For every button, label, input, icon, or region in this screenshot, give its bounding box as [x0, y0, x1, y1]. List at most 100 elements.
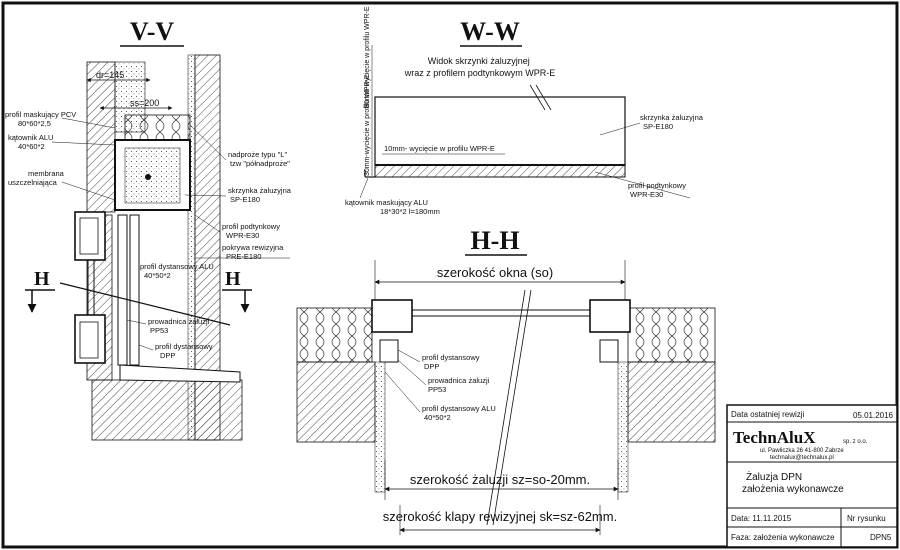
- vv-label-membrana-2: uszczelniająca: [8, 178, 58, 187]
- vv-window-sash-bottom: [79, 321, 99, 359]
- hh-distance-left: [379, 339, 399, 363]
- ww-title-1: Widok skrzynki żaluzyjnej: [428, 56, 530, 66]
- title-block: Data ostatniej rewizji 05.01.2016 TechnA…: [726, 404, 898, 548]
- svg-text:prowadnica żaluzji PP53: prowadnica żaluzji PP53: [428, 376, 491, 394]
- vv-label-profil-dystansowy-alu-1: profil dystansowy ALU: [140, 262, 214, 271]
- vv-dim-ss-label: ss=200: [130, 98, 159, 108]
- vv-label-profil-dystansowy-2: DPP: [160, 351, 175, 360]
- svg-text:nadproże typu "L" tzw "p: nadproże typu "L" tzw "półnadproże": [228, 150, 290, 168]
- hh-leader-1: [397, 349, 421, 363]
- vv-leader-5: [184, 194, 227, 197]
- vv-label-katownik-1: kątownik ALU: [8, 133, 53, 142]
- vv-label-profil-maskujacy-2: 80*60*2,5: [18, 119, 51, 128]
- vv-window-frame-inner: [79, 217, 99, 255]
- ww-roller-box: [374, 96, 626, 166]
- vv-distance-profile: [129, 214, 140, 366]
- ww-plaster-profile: [374, 164, 626, 178]
- ww-vertical-bottom: 30mm-wycięcie w profilu WPR-E: [364, 74, 371, 176]
- vv-label-pokrywa-1: pokrywa rewizyjna: [222, 243, 284, 252]
- vv-label-nadproze-1: nadproże typu "L": [228, 150, 287, 159]
- hh-insulation-right: [627, 307, 716, 363]
- svg-text:profil dystansowy ALU 40: profil dystansowy ALU 40*50*2: [422, 404, 498, 422]
- vv-sill-wall: [91, 379, 243, 441]
- vv-wall-left-upper: [86, 61, 116, 213]
- svg-text:prowadnica żaluzji PP53: prowadnica żaluzji PP53: [148, 317, 211, 335]
- svg-text:profil maskujący PCV 80*: profil maskujący PCV 80*60*2,5: [5, 110, 78, 128]
- vv-label-skrzynka-2: SP-E180: [230, 195, 260, 204]
- svg-text:profil dystansowy ALU 40: profil dystansowy ALU 40*50*2: [140, 262, 216, 280]
- hh-dim-window-label: szerokość okna (so): [437, 265, 553, 280]
- vv-window-sill: [119, 364, 241, 383]
- vv-roll: [124, 147, 181, 204]
- vv-section-marker-left-label: H: [34, 268, 50, 290]
- title-block-drawing-no-label: Nr rysunku: [847, 514, 886, 523]
- svg-text:Widok skrzynki żaluzyjnej: Widok skrzynki żaluzyjnej wraz z profile…: [404, 56, 556, 78]
- vv-label-profil-dystansowy-1: profil dystansowy: [155, 342, 213, 351]
- section-hh: H-H szerokość okna (so) profil dystansow…: [296, 226, 716, 535]
- ww-break-2: [535, 84, 552, 111]
- ww-leader-1: [599, 122, 641, 136]
- company-email: technalux@technalux.pl: [770, 455, 834, 461]
- vv-window-frame-top: [74, 211, 106, 261]
- vv-label-prowadnica-1: prowadnica żaluzji: [148, 317, 210, 326]
- vv-section-marker-left: H: [25, 268, 55, 313]
- section-ww-title: W-W: [460, 17, 520, 46]
- ww-label-podtynkowy-2: WPR-E30: [630, 190, 663, 199]
- hh-label-prowadnica-1: prowadnica żaluzji: [428, 376, 490, 385]
- hh-leader-3: [384, 371, 421, 413]
- vv-roll-axis: [145, 174, 151, 180]
- vv-section-marker-right-label: H: [225, 268, 241, 290]
- hh-label-profil-dystansowy-1: profil dystansowy: [422, 353, 480, 362]
- title-block-subject-1: Żaluzja DPN: [746, 470, 802, 483]
- vv-leader-9: [138, 344, 154, 351]
- vv-label-skrzynka-1: skrzynka żaluzyjna: [228, 186, 292, 195]
- svg-text:membrana uszczelniająca: membrana uszczelniająca: [8, 169, 66, 187]
- section-vv: V-V dr=145 ss=2: [5, 17, 293, 441]
- section-hh-title: H-H: [470, 226, 519, 255]
- ww-label-katownik-2: 18*30*2 l=180mm: [380, 207, 440, 216]
- ww-leader-3: [359, 177, 369, 199]
- title-block-frame: [726, 404, 898, 548]
- hh-leader-2: [397, 359, 427, 386]
- svg-text:skrzynka żaluzyjna SP-E1: skrzynka żaluzyjna SP-E180: [640, 113, 705, 131]
- hh-distance-right: [599, 339, 619, 363]
- hh-label-profil-dystansowy-alu-2: 40*50*2: [424, 413, 451, 422]
- vv-leader-2: [51, 141, 116, 146]
- vv-label-prowadnica-2: PP53: [150, 326, 168, 335]
- hh-wall-left: [296, 361, 376, 443]
- title-block-drawing-date: Data: 11.11.2015: [731, 514, 792, 523]
- ww-vertical-top: 80mm-wycięcie w profilu WPR-E: [364, 6, 371, 108]
- hh-wall-right: [627, 361, 716, 443]
- hh-break-1: [486, 289, 526, 526]
- company-logo: TechnAluX: [733, 428, 816, 447]
- title-block-subject-2: założenia wykonawcze: [742, 484, 844, 495]
- vv-label-profil-podtynkowy-1: profil podtynkowy: [222, 222, 280, 231]
- vv-label-nadproze-2: tzw "półnadproże": [230, 159, 290, 168]
- svg-text:profil dystansowy DPP: profil dystansowy DPP: [422, 353, 482, 371]
- svg-text:kątownik ALU 40*60*2: kątownik ALU 40*60*2: [8, 133, 56, 151]
- hh-plaster-right: [617, 361, 629, 493]
- vv-section-marker-right: H: [222, 268, 252, 313]
- vv-label-profil-dystansowy-alu-2: 40*50*2: [144, 271, 171, 280]
- ww-leader-2: [594, 171, 691, 199]
- title-block-date-label: Data ostatniej rewizji: [731, 410, 805, 419]
- vv-leader-4: [189, 124, 227, 161]
- title-block-date-value: 05.01.2016: [853, 411, 894, 420]
- hh-plaster-left: [374, 361, 386, 493]
- svg-text:Żaluzja DPN założenia wy: Żaluzja DPN założenia wykonawcze: [742, 470, 844, 495]
- svg-text:skrzynka żaluzyjna SP-E1: skrzynka żaluzyjna SP-E180: [228, 186, 293, 204]
- ww-label-skrzynka-2: SP-E180: [643, 122, 673, 131]
- ww-label-katownik-1: kątownik maskujący ALU: [345, 198, 428, 207]
- hh-label-prowadnica-2: PP53: [428, 385, 446, 394]
- vv-leader-1: [61, 117, 116, 129]
- ww-cut-label: 10mm- wycięcie w profilu WPR-E: [384, 144, 495, 153]
- title-block-phase: Faza: założenia wykonawcze: [731, 533, 835, 542]
- svg-text:profil podtynkowy WPR-E3: profil podtynkowy WPR-E30: [628, 181, 688, 199]
- hh-label-profil-dystansowy-2: DPP: [424, 362, 439, 371]
- hh-frame-right: [589, 299, 631, 333]
- hh-break-2: [492, 289, 532, 526]
- vv-label-profil-maskujacy-1: profil maskujący PCV: [5, 110, 76, 119]
- vv-label-membrana-1: membrana: [28, 169, 65, 178]
